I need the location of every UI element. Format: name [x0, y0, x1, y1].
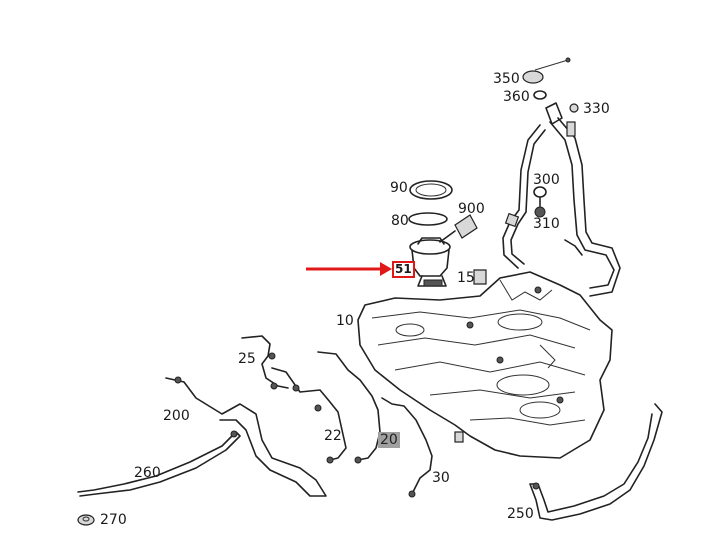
callout-310[interactable]: 310	[533, 216, 560, 232]
line-20-end	[354, 456, 362, 464]
cap-tether	[534, 59, 569, 71]
fuel-line-22[interactable]	[271, 367, 347, 461]
callout-90[interactable]: 90	[390, 180, 408, 196]
line-30-end	[408, 490, 416, 498]
valve-300-part[interactable]	[533, 186, 547, 198]
lock-ring-90-part[interactable]	[409, 180, 453, 200]
callout-270[interactable]: 270	[100, 512, 127, 528]
fuel-tank-10[interactable]	[357, 271, 613, 459]
callout-200[interactable]: 200	[163, 408, 190, 424]
strap-250-bolt	[532, 482, 540, 490]
callout-80[interactable]: 80	[391, 213, 409, 229]
line-22-connector-a	[292, 384, 300, 392]
seal-80-part[interactable]	[408, 212, 448, 226]
line-22-end	[326, 456, 334, 464]
lock-ring-inner	[415, 183, 447, 197]
line-25-connector	[268, 352, 276, 360]
line-22-connector-b	[314, 404, 322, 412]
clip-330-part[interactable]	[569, 103, 579, 113]
nut-310-part[interactable]	[534, 206, 546, 218]
tether-end	[565, 57, 571, 63]
fuel-cap-part[interactable]	[522, 70, 544, 84]
filter-900-line	[439, 230, 456, 243]
callout-300[interactable]: 300	[533, 172, 560, 188]
callout-51[interactable]: 51	[392, 261, 415, 278]
callout-350[interactable]: 350	[493, 71, 520, 87]
filler-pipe[interactable]	[502, 102, 621, 297]
filter-900-part[interactable]	[454, 214, 478, 239]
callout-330[interactable]: 330	[583, 101, 610, 117]
vent-valve-15-part[interactable]	[473, 269, 487, 285]
callout-22[interactable]: 22	[324, 428, 342, 444]
washer-270-hole	[82, 516, 90, 522]
callout-260[interactable]: 260	[134, 465, 161, 481]
strap-200-bolt	[174, 376, 182, 384]
highlight-arrow	[306, 262, 392, 276]
strap-260-bolt	[230, 430, 238, 438]
filler-seal-part[interactable]	[533, 90, 547, 100]
tank-strap-260[interactable]	[77, 431, 241, 497]
callout-900[interactable]: 900	[458, 201, 485, 217]
washer-270-part[interactable]	[77, 514, 95, 526]
tank-strap-200[interactable]	[165, 377, 327, 497]
line-25-end	[270, 382, 278, 390]
callout-250[interactable]: 250	[507, 506, 534, 522]
callout-15[interactable]: 15	[457, 270, 475, 286]
fuel-pump-module-51[interactable]	[409, 237, 451, 287]
fuel-line-30[interactable]	[381, 397, 433, 495]
callout-20[interactable]: 20	[378, 432, 400, 448]
callout-25[interactable]: 25	[238, 351, 256, 367]
tank-strap-250[interactable]	[529, 403, 663, 521]
callout-360[interactable]: 360	[503, 89, 530, 105]
fuel-line-20[interactable]	[317, 351, 381, 461]
callout-30[interactable]: 30	[432, 470, 450, 486]
callout-10[interactable]: 10	[336, 313, 354, 329]
